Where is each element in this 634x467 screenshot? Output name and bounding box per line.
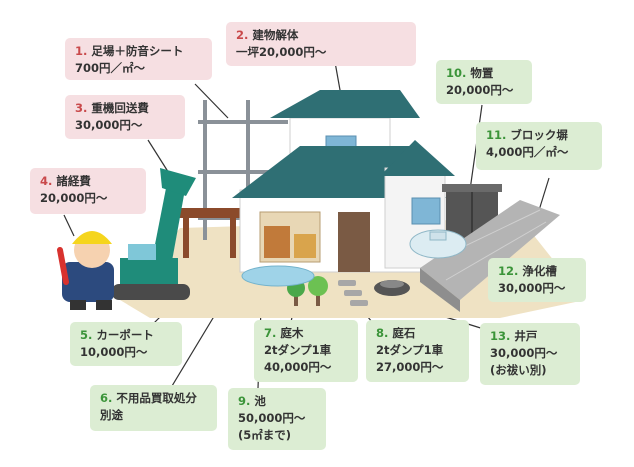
- item-price: 一坪20,000円〜: [236, 45, 327, 59]
- item-label-well: 13. 井戸 30,000円〜 (お祓い別): [480, 323, 580, 385]
- item-label-storage-shed: 10. 物置 20,000円〜: [436, 60, 532, 104]
- item-number: 9.: [238, 394, 251, 408]
- item-price: 30,000円〜: [490, 346, 558, 360]
- item-title: ブロック塀: [510, 128, 568, 142]
- item-title: 庭石: [392, 326, 416, 340]
- item-label-septic-tank: 12. 浄化槽 30,000円〜: [488, 258, 586, 302]
- item-title: 諸経費: [56, 174, 91, 188]
- septic-tank-icon: [409, 229, 467, 259]
- item-number: 8.: [376, 326, 389, 340]
- item-number: 3.: [75, 101, 88, 115]
- house-icon: [232, 90, 455, 273]
- item-price: 20,000円〜: [446, 83, 514, 97]
- item-price: 30,000円〜: [75, 118, 143, 132]
- item-title: カーポート: [96, 328, 154, 342]
- item-price: 2tダンプ1車: [376, 343, 444, 357]
- item-title: 池: [254, 394, 266, 408]
- item-number: 5.: [80, 328, 93, 342]
- pond-icon: [241, 265, 315, 287]
- item-note: (お祓い別): [490, 363, 547, 377]
- item-label-pond: 9. 池 50,000円〜 (5㎡まで): [228, 388, 326, 450]
- item-number: 2.: [236, 28, 249, 42]
- item-title: 物置: [470, 66, 494, 80]
- stone-icon: [338, 280, 368, 306]
- item-note: (5㎡まで): [238, 428, 292, 442]
- item-title: 井戸: [514, 329, 538, 343]
- item-label-carport: 5. カーポート 10,000円〜: [70, 322, 182, 366]
- item-label-scaffold: 1. 足場＋防音シート 700円／㎡〜: [65, 38, 212, 80]
- item-label-overhead: 4. 諸経費 20,000円〜: [30, 168, 146, 214]
- item-label-building-demolition: 2. 建物解体 一坪20,000円〜: [226, 22, 416, 66]
- item-title: 庭木: [280, 326, 304, 340]
- item-label-garden-trees: 7. 庭木 2tダンプ1車 40,000円〜: [254, 320, 358, 382]
- worker-icon: [57, 231, 114, 310]
- item-price: 4,000円／㎡〜: [486, 145, 569, 159]
- item-title: 浄化槽: [522, 264, 557, 278]
- item-number: 6.: [100, 391, 113, 405]
- item-price: 50,000円〜: [238, 411, 306, 425]
- excavator-icon: [112, 168, 196, 300]
- item-price: 2tダンプ1車: [264, 343, 332, 357]
- item-label-machine-transport: 3. 重機回送費 30,000円〜: [65, 95, 185, 139]
- item-number: 4.: [40, 174, 53, 188]
- item-title: 建物解体: [252, 28, 299, 42]
- item-price: 10,000円〜: [80, 345, 148, 359]
- item-number: 10.: [446, 66, 467, 80]
- item-title: 足場＋防音シート: [91, 44, 184, 58]
- item-number: 11.: [486, 128, 507, 142]
- item-label-block-wall: 11. ブロック塀 4,000円／㎡〜: [476, 122, 602, 170]
- item-note: 40,000円〜: [264, 360, 332, 374]
- item-number: 12.: [498, 264, 519, 278]
- item-number: 1.: [75, 44, 88, 58]
- item-label-unwanted-items: 6. 不用品買取処分 別途: [90, 385, 217, 431]
- item-number: 13.: [490, 329, 511, 343]
- item-price: 別途: [100, 408, 123, 422]
- item-note: 27,000円〜: [376, 360, 444, 374]
- item-price: 30,000円〜: [498, 281, 566, 295]
- item-number: 7.: [264, 326, 277, 340]
- block-wall-icon: [420, 200, 560, 312]
- item-label-garden-stones: 8. 庭石 2tダンプ1車 27,000円〜: [366, 320, 469, 382]
- item-title: 不用品買取処分: [116, 391, 197, 405]
- item-price: 20,000円〜: [40, 191, 108, 205]
- item-title: 重機回送費: [91, 101, 149, 115]
- item-price: 700円／㎡〜: [75, 61, 146, 75]
- well-icon: [374, 280, 410, 296]
- carport-icon: [178, 208, 242, 258]
